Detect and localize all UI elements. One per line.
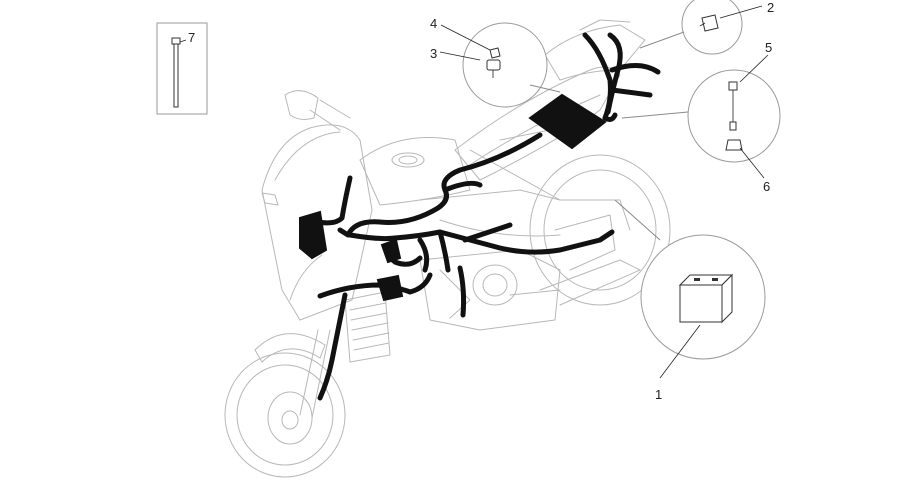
detail-box-cable-tie	[156, 22, 208, 115]
callout-2: 2	[767, 0, 774, 15]
mid-connector-a	[380, 238, 402, 264]
callout-3: 3	[430, 46, 437, 61]
detail-bubble-battery	[614, 199, 766, 360]
callout-7: 7	[188, 30, 195, 45]
callout-6: 6	[763, 179, 770, 194]
connector-cap-part	[725, 139, 743, 151]
cable-tie-part	[173, 41, 179, 108]
sensor-head-part	[728, 81, 738, 91]
motorcycle-outline	[224, 19, 671, 478]
leader-lines	[179, 5, 769, 379]
wiring-harness	[299, 32, 661, 401]
front-connector	[299, 210, 328, 260]
battery-part	[679, 284, 723, 323]
callout-1: 1	[655, 387, 662, 402]
fuse-part	[489, 47, 501, 59]
detail-bubble-sensor	[621, 69, 781, 163]
callout-5: 5	[765, 40, 772, 55]
detail-bubble-relay	[639, 0, 743, 55]
callout-labels: 1 2 3 4 5 6 7	[188, 0, 774, 402]
relay-part	[701, 14, 719, 32]
detail-bubble-fuse	[462, 22, 561, 108]
callout-4: 4	[430, 16, 437, 31]
fuse-holder-part	[486, 59, 501, 71]
ecu-module	[528, 93, 607, 150]
